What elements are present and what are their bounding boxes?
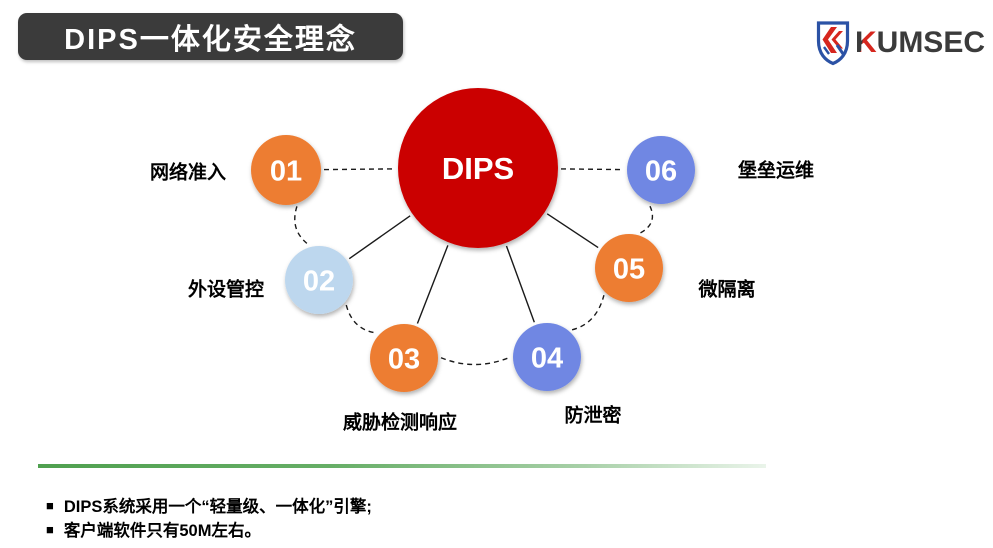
node-number-n1: 01 bbox=[270, 155, 302, 187]
edge-n1-n2 bbox=[294, 206, 309, 246]
bullet-list: ■ DIPS系统采用一个“轻量级、一体化”引擎; ■ 客户端软件只有50M左右。 bbox=[46, 493, 372, 541]
bullet-square-icon: ■ bbox=[46, 521, 54, 537]
diagram-nodes: DIPS 01 02 03 04 05 06 bbox=[251, 88, 695, 392]
edge-n3-n4 bbox=[440, 356, 511, 366]
node-label-n4: 防泄密 bbox=[564, 405, 622, 427]
node-number-n4: 04 bbox=[531, 342, 563, 374]
edge-dips-n2 bbox=[348, 215, 411, 260]
bullet-text: 客户端软件只有50M左右。 bbox=[63, 522, 261, 540]
edge-dips-n6 bbox=[560, 168, 625, 171]
bullet-text: DIPS系统采用一个“轻量级、一体化”引擎; bbox=[63, 498, 372, 516]
node-label-n5: 微隔离 bbox=[698, 279, 756, 301]
node-circle-n2 bbox=[285, 246, 353, 314]
bullet-square-icon: ■ bbox=[46, 497, 54, 513]
shield-icon bbox=[816, 20, 850, 66]
node-number-n3: 03 bbox=[388, 343, 420, 375]
node-label-n6: 堡垒运维 bbox=[737, 160, 815, 182]
node-number-n6: 06 bbox=[645, 155, 677, 187]
edge-n5-n6 bbox=[640, 204, 654, 234]
node-label-n3: 威胁检测响应 bbox=[342, 412, 458, 434]
bullet-item: ■ DIPS系统采用一个“轻量级、一体化”引擎; bbox=[46, 493, 372, 517]
edge-dips-n5 bbox=[546, 213, 599, 249]
node-circle-dips bbox=[398, 88, 558, 248]
node-number-n2: 02 bbox=[303, 265, 335, 297]
node-circle-n5 bbox=[595, 234, 663, 302]
edge-dips-n3 bbox=[416, 245, 449, 324]
logo-text-rest: UMSEC bbox=[876, 26, 985, 59]
node-circle-n4 bbox=[513, 323, 581, 391]
node-circle-n3 bbox=[370, 324, 438, 392]
node-label-n1: 网络准入 bbox=[149, 162, 227, 184]
node-circle-n6 bbox=[627, 136, 695, 204]
bullet-item: ■ 客户端软件只有50M左右。 bbox=[46, 517, 372, 541]
green-divider bbox=[38, 464, 766, 468]
diagram-edges bbox=[294, 168, 654, 366]
edge-n2-n3 bbox=[345, 304, 377, 334]
edge-dips-n4 bbox=[505, 245, 535, 323]
slide-title-text: DIPS一体化安全理念 bbox=[64, 23, 357, 56]
edge-n1-dips bbox=[323, 168, 396, 171]
node-number-n5: 05 bbox=[613, 253, 645, 285]
edge-n4-n5 bbox=[571, 295, 605, 331]
slide-title: DIPS一体化安全理念 bbox=[18, 13, 403, 60]
node-number-dips: DIPS bbox=[442, 151, 514, 186]
node-circle-n1 bbox=[251, 135, 321, 205]
logo-letter-k: K bbox=[854, 26, 877, 59]
node-label-n2: 外设管控 bbox=[187, 279, 265, 301]
